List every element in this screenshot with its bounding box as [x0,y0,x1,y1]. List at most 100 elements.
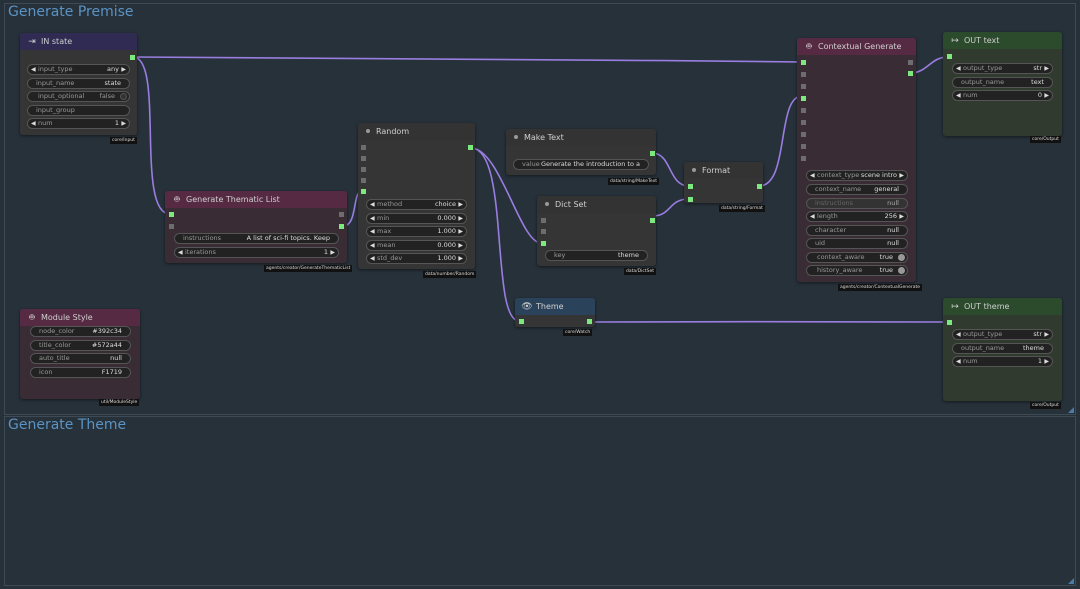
group-title[interactable]: Generate Premise [8,4,134,20]
input-port[interactable] [541,218,546,223]
input-port[interactable] [801,108,806,113]
input-port[interactable] [801,72,806,77]
collapse-dot[interactable] [692,168,696,172]
input-port[interactable] [541,241,546,246]
input-port[interactable] [688,184,693,189]
output-port[interactable] [650,151,655,156]
input-port[interactable] [169,212,174,217]
input-port[interactable] [801,132,806,137]
node-title-bar[interactable]: ↦OUT theme [943,298,1062,315]
output-port[interactable] [130,55,135,60]
input-port[interactable] [801,60,806,65]
input-port[interactable] [947,320,952,325]
node-title-bar[interactable]: Random [358,123,475,140]
input-port[interactable] [801,84,806,89]
input-port[interactable] [361,167,366,172]
output-port[interactable] [468,145,473,150]
node-title-bar[interactable]: ⇥IN state [20,33,137,50]
node-module-style[interactable]: 🤖︎Module Style node_color#392c34 title_c… [20,309,140,399]
group-resize-handle[interactable] [1068,407,1074,413]
group-generate-theme[interactable]: Generate Theme [4,416,1076,586]
group-generate-premise[interactable]: Generate Premise [4,3,1076,415]
input-port[interactable] [519,319,524,324]
input-port[interactable] [541,229,546,234]
input-port[interactable] [169,224,174,229]
input-port[interactable] [801,144,806,149]
node-title-bar[interactable]: Format [684,162,763,179]
input-port[interactable] [361,178,366,183]
node-theme-watch[interactable]: 👁︎Theme [515,298,595,327]
widget-input-group[interactable]: input_group [27,105,130,116]
collapse-dot[interactable] [366,129,370,133]
node-format[interactable]: Format [684,162,763,203]
collapse-dot[interactable] [545,202,549,206]
input-port[interactable] [801,96,806,101]
output-port[interactable] [339,212,344,217]
node-title-bar[interactable]: 🤖︎Generate Thematic List [165,191,347,208]
input-port[interactable] [947,54,952,59]
widget-title-color[interactable]: title_color#572a44 [30,340,131,351]
input-port[interactable] [801,156,806,161]
node-title-bar[interactable]: Make Text [506,129,656,146]
output-port[interactable] [757,184,762,189]
input-port[interactable] [361,145,366,150]
output-port[interactable] [908,71,913,76]
node-title-bar[interactable]: Dict Set [537,196,656,213]
widget-node-color[interactable]: node_color#392c34 [30,326,131,337]
group-resize-handle[interactable] [1068,578,1074,584]
output-port[interactable] [339,224,344,229]
output-port[interactable] [650,218,655,223]
collapse-dot[interactable] [514,135,518,139]
input-port[interactable] [361,156,366,161]
widget-value: 1.000 [437,227,456,235]
input-port[interactable] [801,120,806,125]
input-port[interactable] [361,189,366,194]
node-title-bar[interactable]: 👁︎Theme [515,298,595,315]
group-title[interactable]: Generate Theme [8,417,127,433]
node-title-bar[interactable]: 🤖︎Contextual Generate [797,38,916,55]
output-port[interactable] [587,319,592,324]
node-title-bar[interactable]: ↦OUT text [943,32,1062,49]
output-port[interactable] [908,60,913,65]
node-title-bar[interactable]: 🤖︎Module Style [20,309,140,326]
input-port[interactable] [688,197,693,202]
